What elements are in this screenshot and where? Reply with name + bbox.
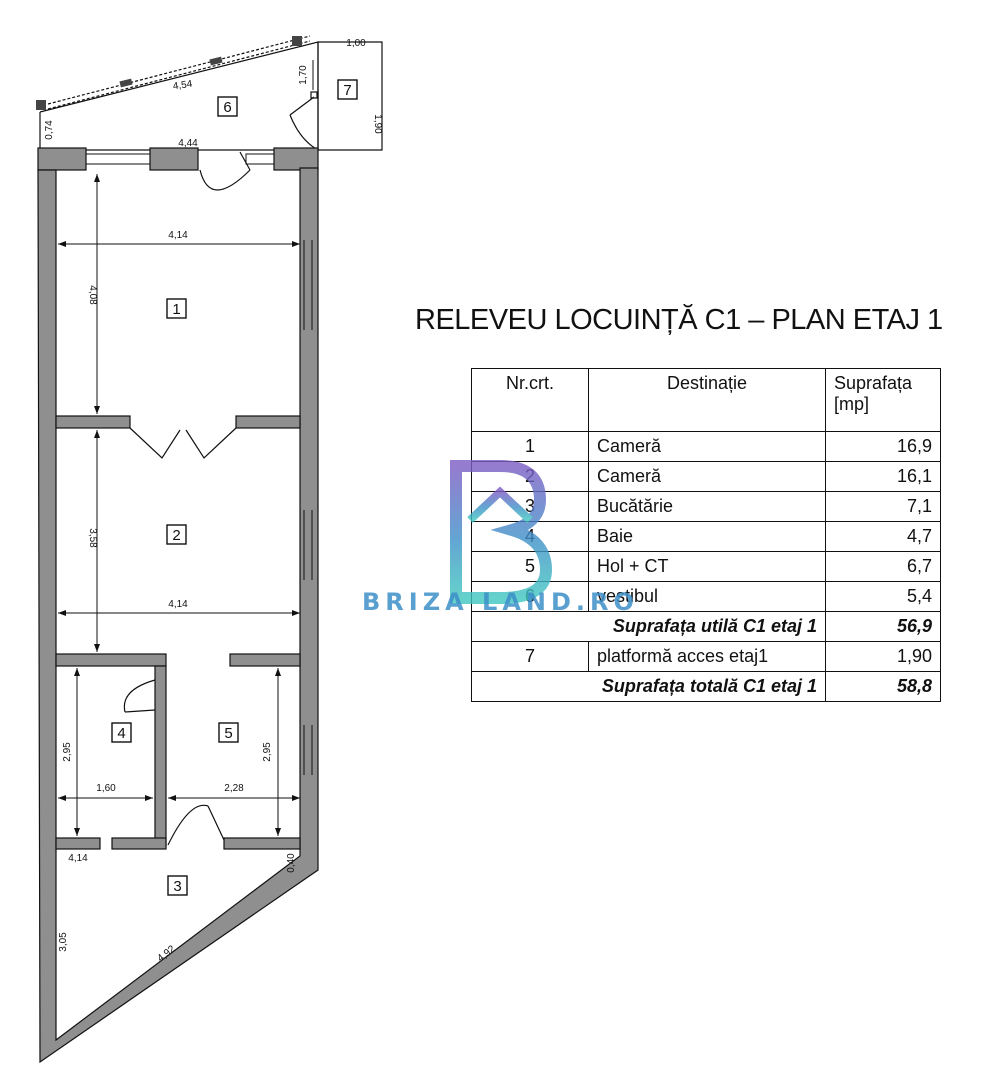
watermark-text: BRIZA LAND.RO — [362, 588, 639, 616]
subtotal-row: Suprafața utilă C1 etaj 1 56,9 — [471, 611, 941, 642]
top-window-openings — [85, 153, 313, 775]
row-area: 6,7 — [825, 551, 941, 582]
bath-door — [123, 679, 156, 713]
row-area: 5,4 — [825, 581, 941, 612]
header-destination: Destinație — [588, 368, 826, 432]
vestibule-outline — [39, 35, 383, 151]
row-destination: Hol + CT — [588, 551, 826, 582]
dim-414-kitchen: 4,14 — [68, 853, 88, 864]
kitchen-door — [167, 804, 225, 846]
vestibule-door — [289, 91, 319, 151]
row-nr: 7 — [471, 641, 589, 672]
window-markers — [36, 36, 302, 110]
dim-358: 3,58 — [87, 528, 98, 548]
row-destination: Cameră — [588, 461, 826, 492]
room-number-3: 3 — [173, 878, 181, 895]
area-table: Nr.crt. Destinație Suprafața [mp] 1 Came… — [471, 368, 941, 702]
dim-190: 1,90 — [372, 114, 383, 134]
subtotal-value: 56,9 — [825, 611, 941, 642]
room-number-5: 5 — [224, 725, 232, 742]
dim-074: 0,74 — [44, 120, 55, 140]
room-box-2 — [166, 524, 187, 545]
header-area: Suprafața [mp] — [825, 368, 941, 432]
dim-100: 1,00 — [346, 38, 366, 49]
table-row: 4 Baie 4,7 — [471, 521, 941, 552]
dim-305: 3,05 — [58, 932, 69, 952]
room-labels: 1 2 3 4 5 6 7 — [111, 79, 358, 896]
header-nr: Nr.crt. — [471, 368, 589, 432]
row-nr: 5 — [471, 551, 589, 582]
dim-228: 2,28 — [224, 783, 244, 794]
dim-414-room1: 4,14 — [168, 230, 188, 241]
table-row: 5 Hol + CT 6,7 — [471, 551, 941, 582]
dim-295-bath: 2,95 — [62, 742, 73, 762]
row-nr: 1 — [471, 431, 589, 462]
room-box-3 — [167, 875, 188, 896]
exterior-walls — [37, 147, 319, 1064]
room-number-6: 6 — [223, 99, 231, 116]
row-destination: Bucătărie — [588, 491, 826, 522]
dim-160: 1,60 — [96, 783, 116, 794]
room-number-2: 2 — [172, 527, 180, 544]
total-row: Suprafața totală C1 etaj 1 58,8 — [471, 671, 941, 702]
row-destination: Cameră — [588, 431, 826, 462]
plan-title: RELEVEU LOCUINȚĂ C1 – PLAN ETAJ 1 — [415, 304, 943, 336]
row-area: 1,90 — [825, 641, 941, 672]
room-number-1: 1 — [172, 301, 180, 318]
room-box-7 — [337, 79, 358, 100]
room-number-7: 7 — [343, 82, 351, 99]
row-nr: 4 — [471, 521, 589, 552]
dim-040: 0,40 — [286, 853, 297, 873]
dimension-arrows — [58, 174, 300, 836]
dim-170: 1,70 — [298, 65, 309, 85]
dim-444: 4,44 — [178, 138, 198, 149]
total-value: 58,8 — [825, 671, 941, 702]
table-header-row: Nr.crt. Destinație Suprafața [mp] — [471, 368, 941, 432]
room-box-6 — [217, 96, 238, 117]
interior-walls — [55, 415, 301, 850]
table-row: 2 Cameră 16,1 — [471, 461, 941, 492]
room-box-4 — [111, 722, 132, 743]
dimension-lines — [58, 60, 314, 836]
dimension-labels: 4,54 4,44 0,74 1,70 1,00 1,90 4,14 4,08 … — [44, 38, 383, 964]
table-row: 7 platformă acces etaj1 1,90 — [471, 641, 941, 672]
row-nr: 2 — [471, 461, 589, 492]
row-nr: 3 — [471, 491, 589, 522]
row-area: 16,1 — [825, 461, 941, 492]
dim-408: 4,08 — [87, 285, 98, 305]
table-row: 3 Bucătărie 7,1 — [471, 491, 941, 522]
row-area: 4,7 — [825, 521, 941, 552]
dim-454: 4,54 — [172, 79, 193, 93]
dim-414-room2: 4,14 — [168, 599, 188, 610]
row-area: 16,9 — [825, 431, 941, 462]
entry-door — [199, 151, 251, 191]
row-destination: vestibul — [588, 581, 826, 612]
double-door — [129, 427, 237, 459]
room-number-4: 4 — [117, 725, 125, 742]
row-destination: Baie — [588, 521, 826, 552]
row-area: 7,1 — [825, 491, 941, 522]
row-destination: platformă acces etaj1 — [588, 641, 826, 672]
room-box-1 — [166, 298, 187, 319]
table-row: 1 Cameră 16,9 — [471, 431, 941, 462]
room-box-5 — [218, 722, 239, 743]
dim-295-hall: 2,95 — [262, 742, 273, 762]
subtotal-label: Suprafața utilă C1 etaj 1 — [471, 611, 826, 642]
total-label: Suprafața totală C1 etaj 1 — [471, 671, 826, 702]
